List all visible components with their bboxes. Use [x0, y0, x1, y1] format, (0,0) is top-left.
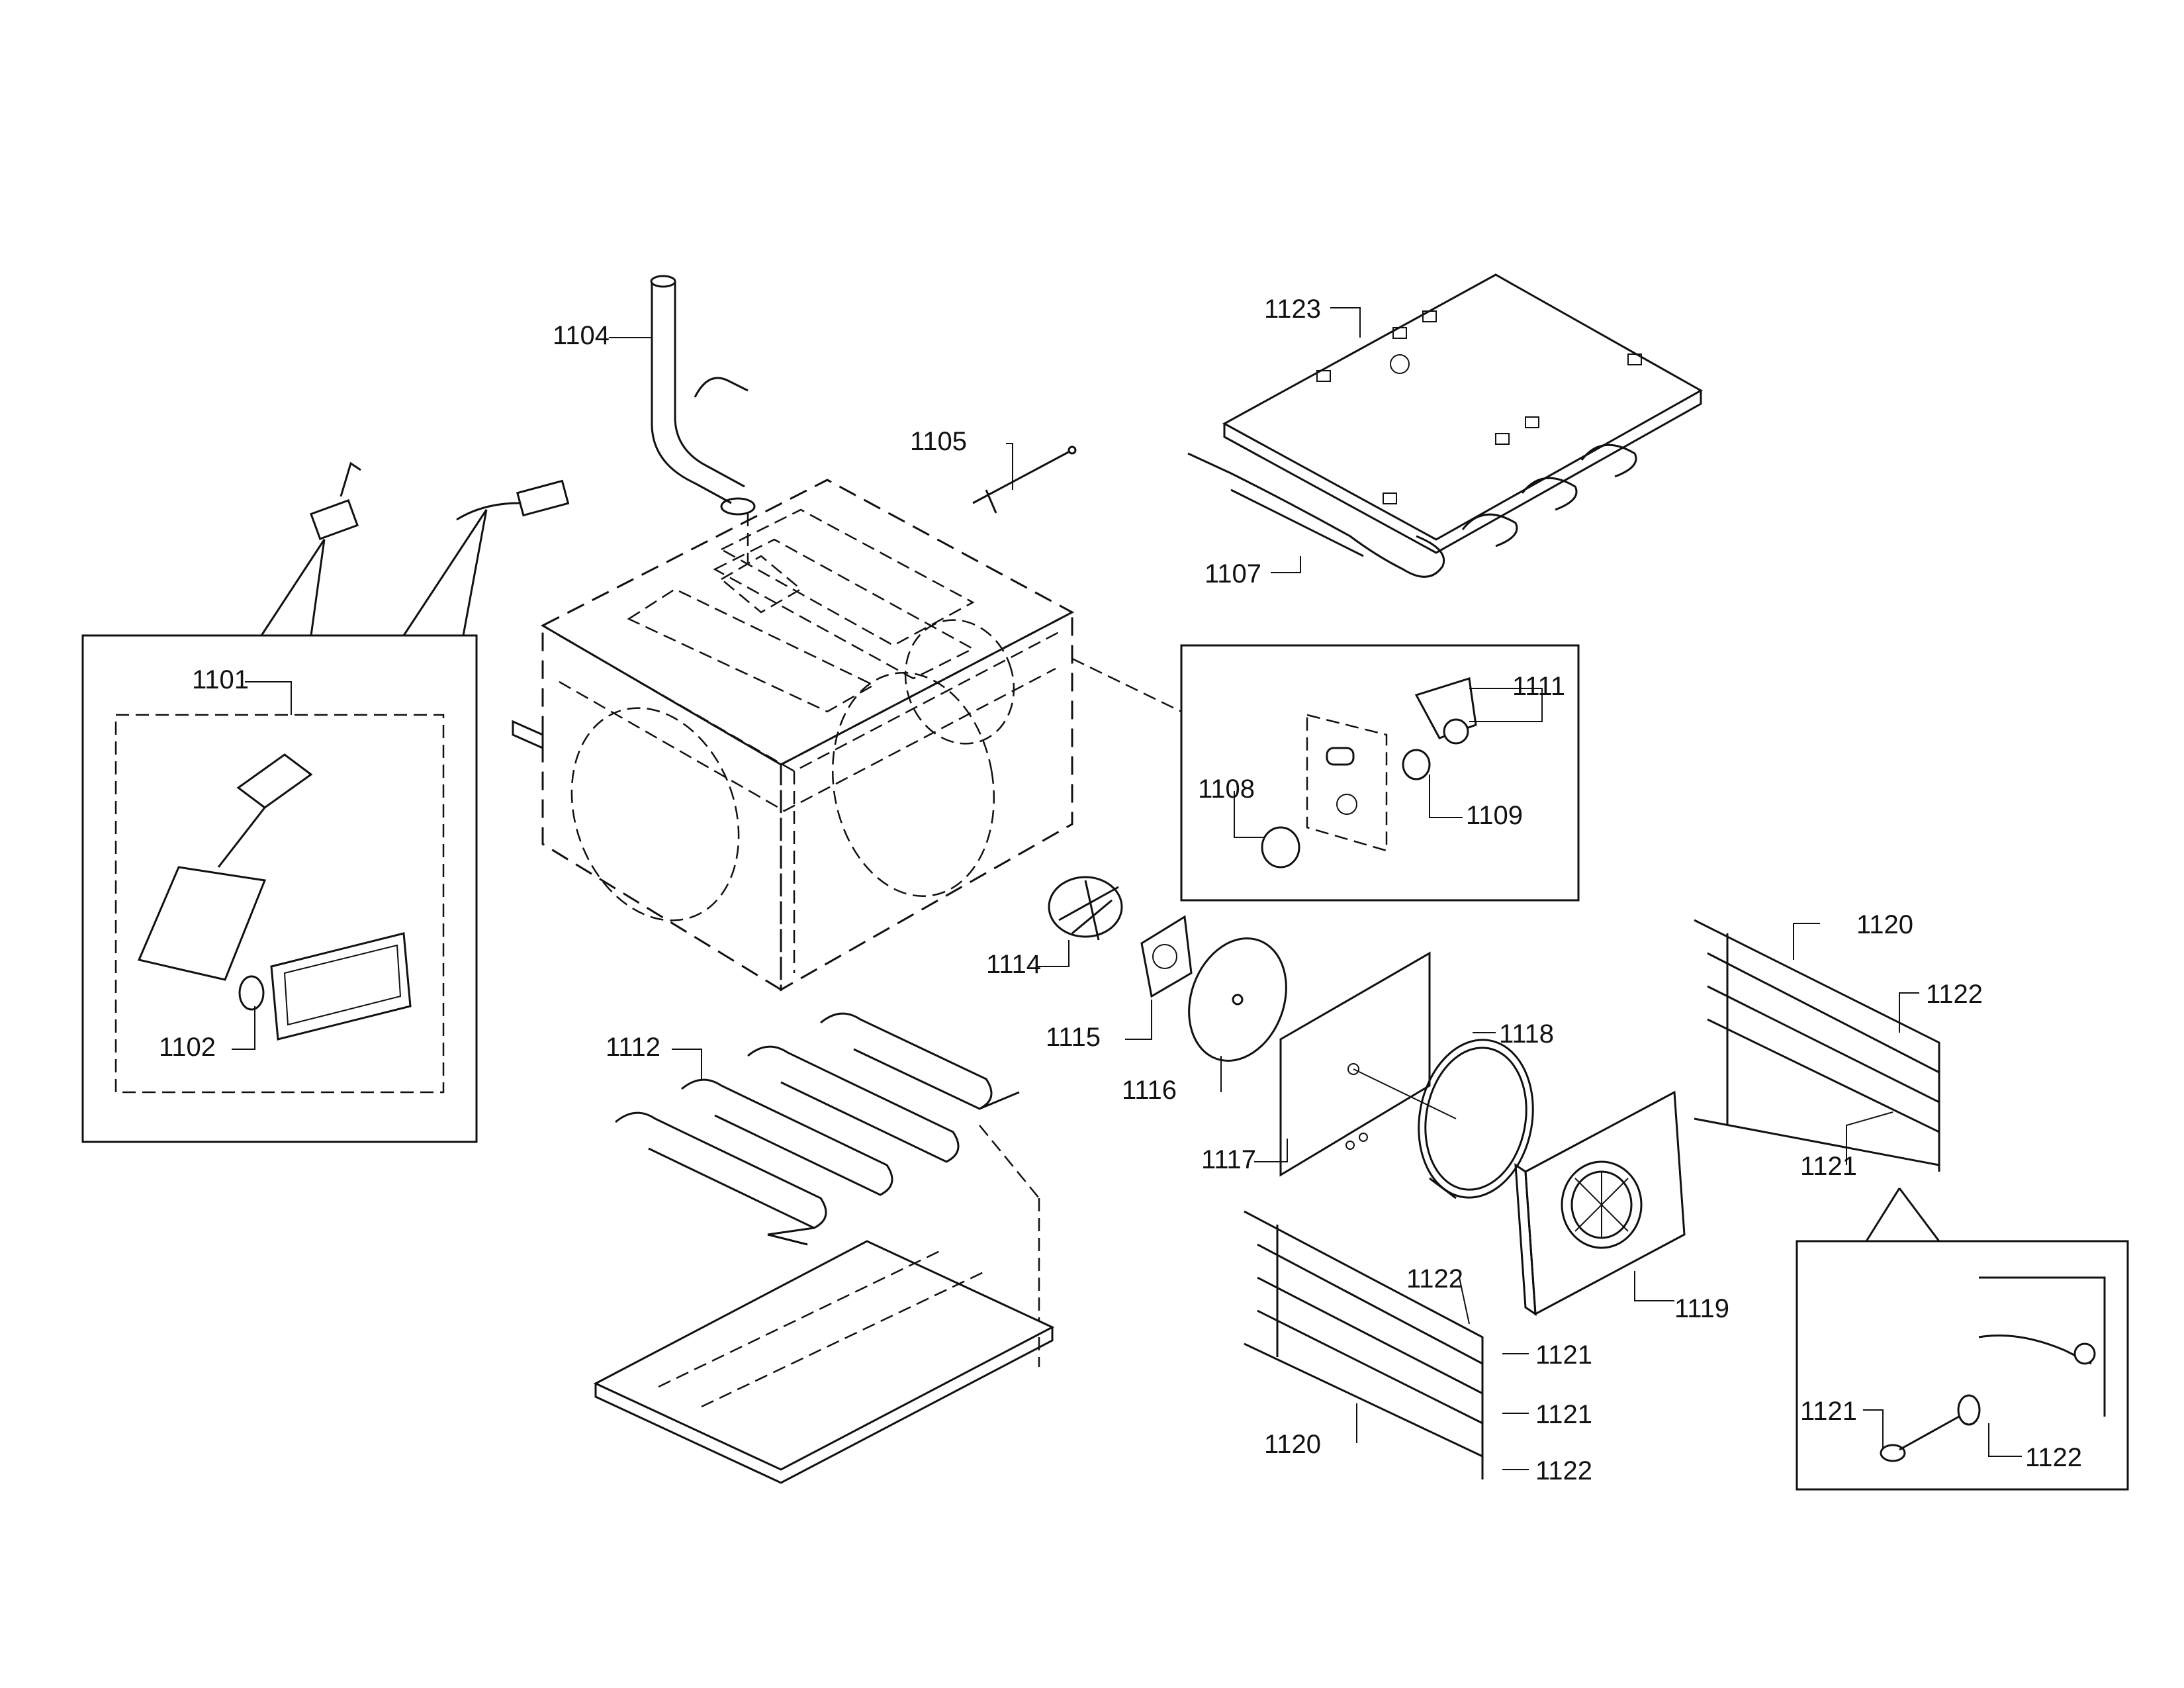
- screw-washer-detail: [1796, 1188, 2129, 1491]
- label-1102: 1102: [159, 1033, 216, 1062]
- rear-convection-panel: [1279, 951, 1457, 1177]
- label-1114: 1114: [986, 950, 1041, 979]
- fan-blade-disc: [1188, 937, 1287, 1062]
- convection-fan-motor: [1048, 876, 1193, 998]
- bottom-tray: [593, 1125, 1055, 1484]
- bake-heating-element: [615, 1012, 1020, 1246]
- label-1117: 1117: [1201, 1145, 1256, 1174]
- convection-fan-cover: [1514, 1090, 1686, 1316]
- top-cover-plate: [1222, 273, 1704, 554]
- label-1123: 1123: [1264, 295, 1321, 324]
- rack-guide-right: [1694, 919, 1940, 1172]
- label-1119: 1119: [1674, 1294, 1729, 1323]
- label-1115: 1115: [1046, 1023, 1101, 1052]
- part-labels: 1101 1102 1104 1105 1107 1108 1109 1111 …: [159, 295, 2082, 1485]
- rack-guide-left: [1244, 1210, 1484, 1479]
- label-1105: 1105: [910, 427, 967, 456]
- label-1122-right: 1122: [1926, 980, 1983, 1009]
- oven-light-assembly-detail: [81, 461, 570, 1143]
- label-1104: 1104: [553, 321, 610, 350]
- label-1120-left: 1120: [1264, 1430, 1321, 1459]
- label-1121-left-upper: 1121: [1535, 1340, 1592, 1370]
- label-1121-right: 1121: [1800, 1152, 1857, 1181]
- label-1116: 1116: [1122, 1076, 1177, 1105]
- label-1121-detail: 1121: [1800, 1397, 1857, 1426]
- leader-lines: [232, 307, 2022, 1470]
- oven-cavity: [512, 479, 1075, 992]
- thermostat-assembly-detail: [1071, 644, 1580, 902]
- label-1118: 1118: [1499, 1019, 1554, 1049]
- label-1111: 1111: [1512, 672, 1565, 701]
- convection-ring-element: [1418, 1039, 1534, 1199]
- label-1101: 1101: [192, 665, 249, 694]
- vent-duct: [650, 275, 756, 563]
- temperature-probe: [972, 445, 1077, 514]
- label-1108: 1108: [1198, 774, 1255, 804]
- label-1112: 1112: [606, 1033, 660, 1062]
- label-1109: 1109: [1466, 801, 1523, 830]
- label-1122-left-lower: 1122: [1535, 1456, 1592, 1485]
- label-1121-left-lower: 1121: [1535, 1400, 1592, 1429]
- broil-heating-element: [1187, 444, 1637, 578]
- label-1120-right: 1120: [1856, 910, 1913, 939]
- label-1122-detail: 1122: [2025, 1443, 2082, 1472]
- label-1122-left-upper: 1122: [1406, 1264, 1463, 1293]
- label-1107: 1107: [1205, 559, 1261, 588]
